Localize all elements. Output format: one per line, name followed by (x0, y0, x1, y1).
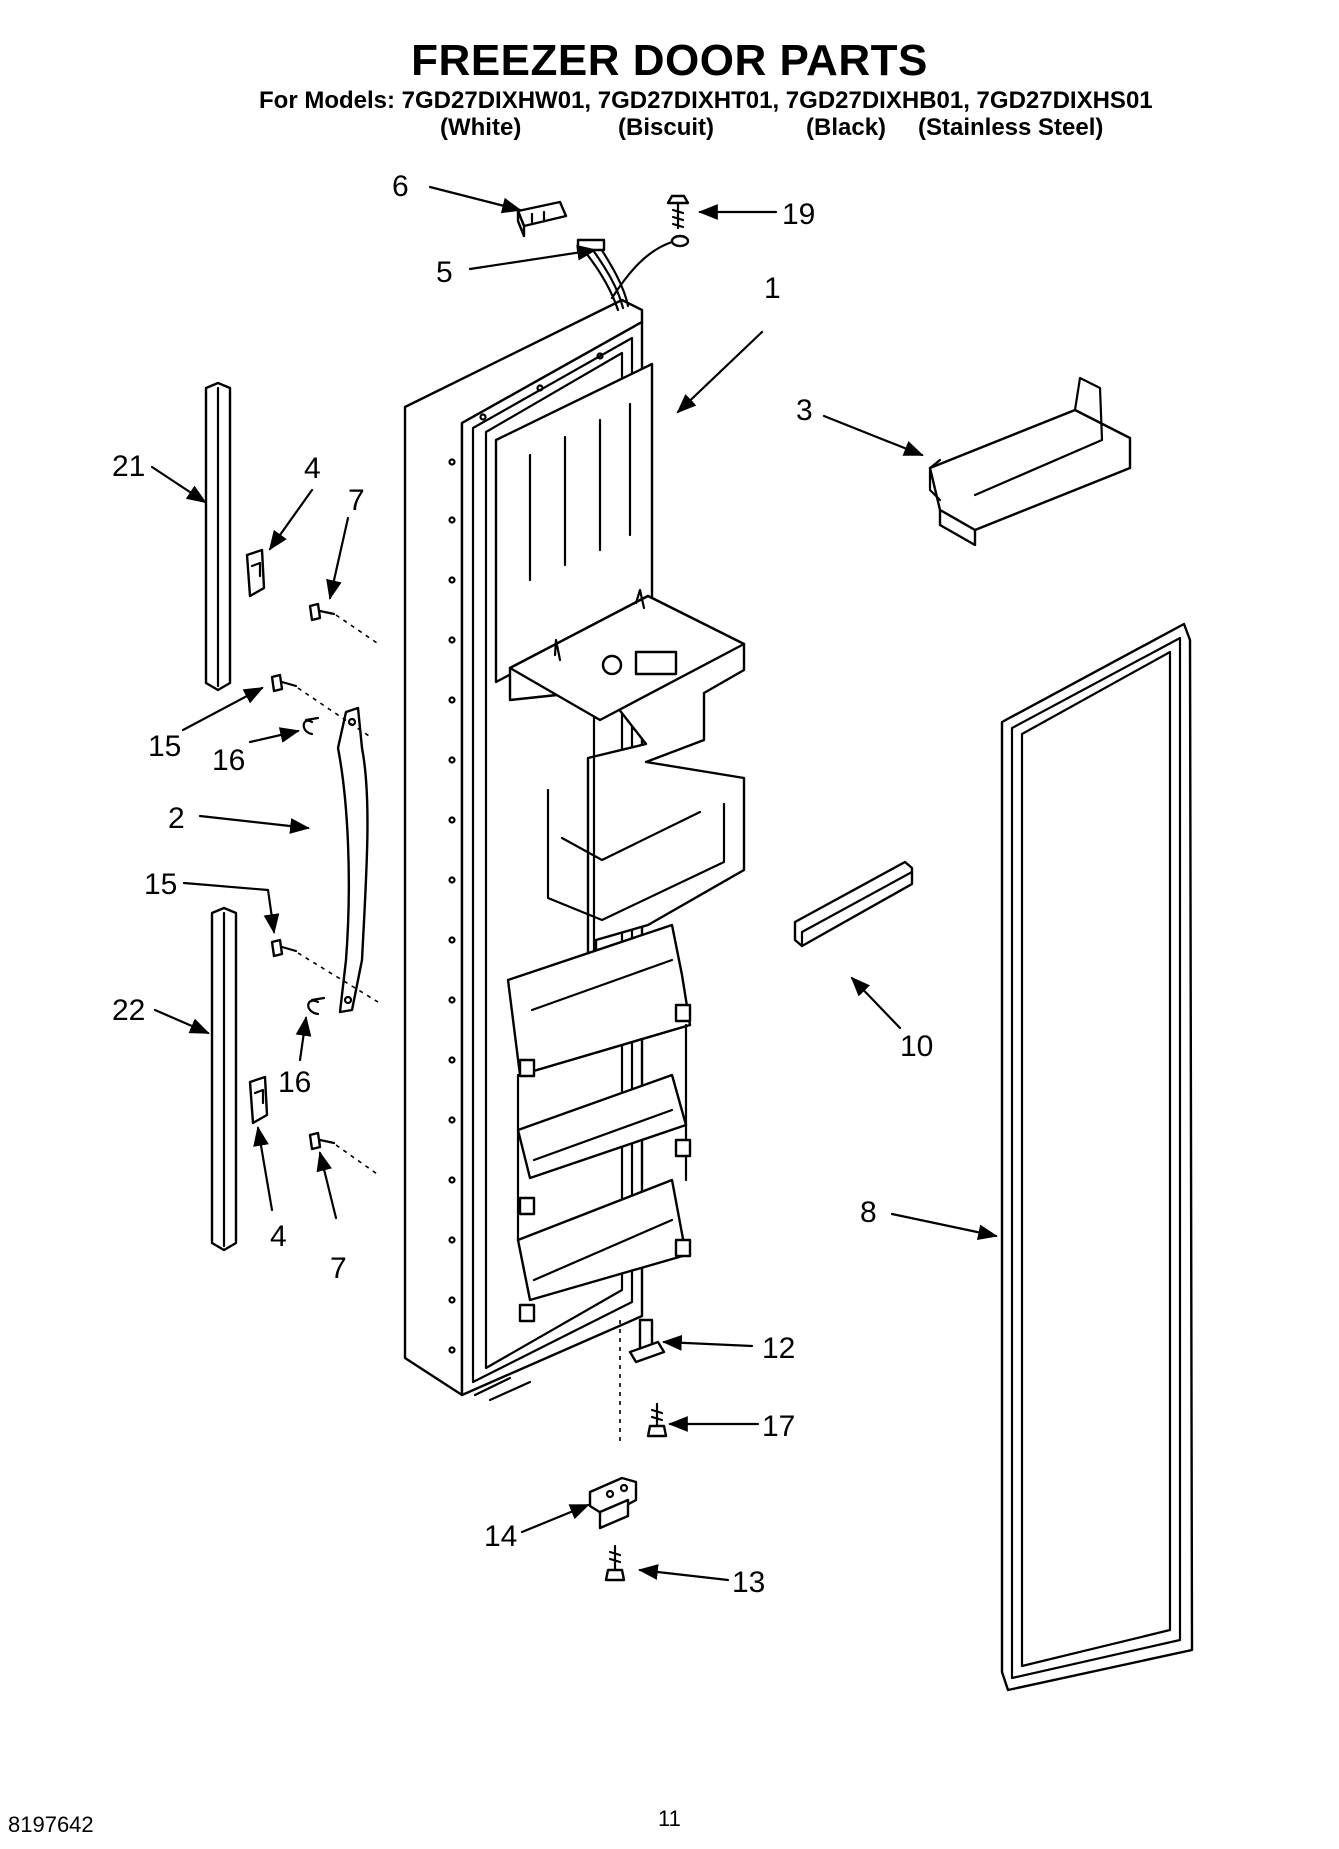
clip-4b-part (248, 1075, 269, 1125)
callout-4a: 4 (304, 452, 321, 485)
document-number: 8197642 (8, 1812, 94, 1837)
clip-16b-part (307, 996, 326, 1016)
callout-4b: 4 (270, 1220, 287, 1253)
callout-13: 13 (732, 1566, 765, 1599)
screw-13-part (604, 1544, 626, 1582)
callout-16b: 16 (278, 1066, 311, 1099)
callout-12: 12 (762, 1332, 795, 1365)
channel-part (793, 860, 914, 948)
hinge-pin-12-part (628, 1318, 666, 1364)
screw-15a-part (270, 673, 373, 739)
gasket-part (1000, 622, 1194, 1692)
callout-19: 19 (782, 198, 815, 231)
clip-16a-part (302, 716, 320, 736)
callout-21: 21 (112, 450, 145, 483)
callout-17: 17 (762, 1410, 795, 1443)
callout-5: 5 (436, 256, 453, 289)
screw-17-part (646, 1402, 668, 1438)
callout-22: 22 (112, 994, 145, 1027)
callout-7a: 7 (348, 484, 365, 517)
callout-10: 10 (900, 1030, 933, 1063)
color-stainless-steel: (Stainless Steel) (918, 114, 1104, 141)
page-title: FREEZER DOOR PARTS (411, 36, 928, 85)
screw-15b-part (270, 938, 379, 1003)
freezer-door-part (403, 298, 746, 1402)
color-black: (Black) (806, 114, 887, 141)
callout-14: 14 (484, 1520, 517, 1553)
leader-lines (150, 185, 998, 1582)
page-number: 11 (658, 1806, 681, 1831)
callout-15b: 15 (144, 868, 177, 901)
callout-2: 2 (168, 802, 185, 835)
trim-strip-22-part (210, 906, 238, 1252)
color-white: (White) (440, 114, 522, 141)
callout-16a: 16 (212, 744, 245, 777)
callout-3: 3 (796, 394, 813, 427)
screw-7a-part (308, 602, 381, 646)
hinge-plate-14-part (588, 1476, 638, 1530)
connector-part (516, 200, 568, 238)
callout-6: 6 (392, 170, 409, 203)
callout-15a: 15 (148, 730, 181, 763)
callout-8: 8 (860, 1196, 877, 1229)
handle-part (336, 706, 369, 1014)
wire-harness-part (576, 234, 690, 312)
models-line: For Models: 7GD27DIXHW01, 7GD27DIXHT01, … (259, 87, 1153, 114)
color-biscuit: (Biscuit) (618, 114, 714, 141)
clip-4a-part (245, 548, 266, 598)
screw-19-part (666, 194, 690, 230)
callout-1: 1 (764, 272, 781, 305)
screw-7b-part (308, 1131, 381, 1177)
shelf-bar-part (928, 376, 1132, 547)
trim-strip-21-part (204, 381, 232, 692)
callout-7b: 7 (330, 1252, 347, 1285)
